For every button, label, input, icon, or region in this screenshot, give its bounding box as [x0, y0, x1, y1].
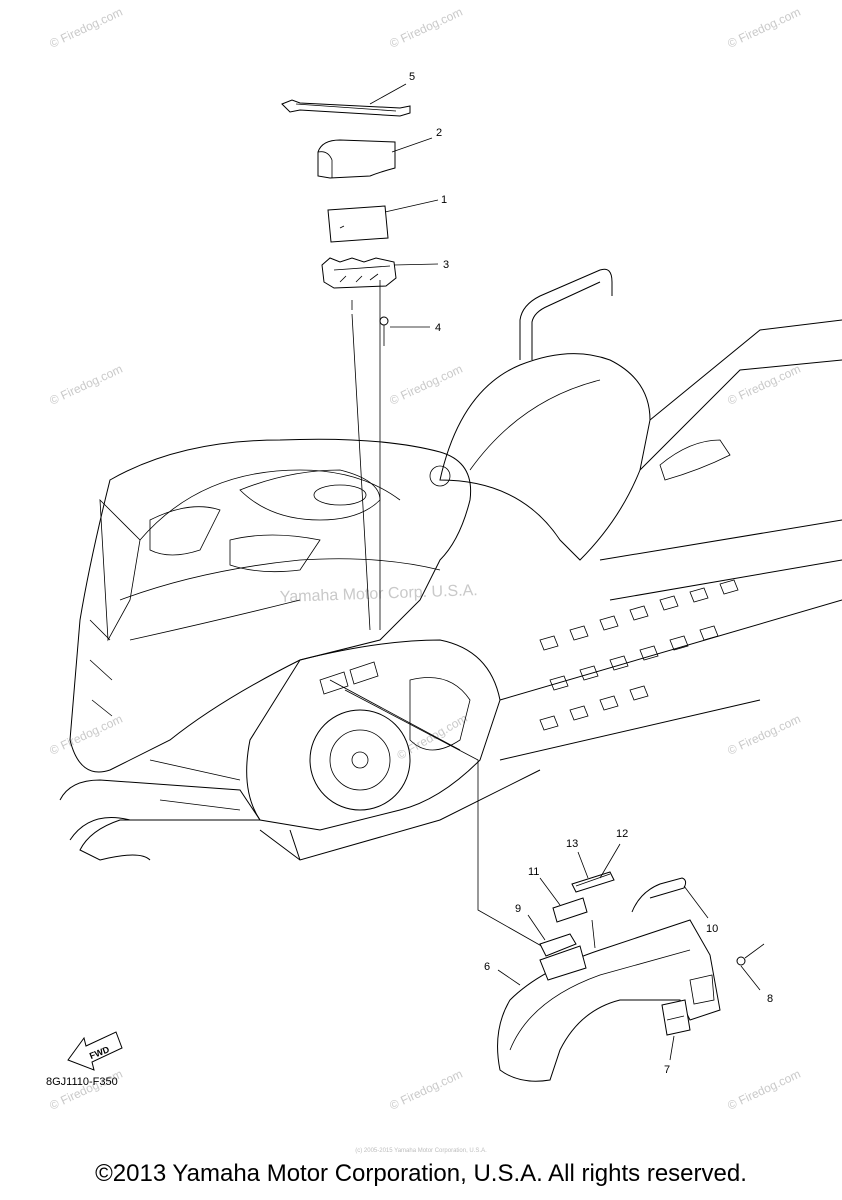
- watermark-mid: © Firedog.com: [395, 711, 470, 763]
- callout-12: 12: [616, 828, 628, 840]
- watermark-center: Yamaha Motor Corp. U.S.A.: [280, 582, 478, 606]
- callout-2: 2: [436, 127, 442, 139]
- watermark-7: © Firedog.com: [47, 712, 124, 758]
- small-copyright-text: (c) 2005-2015 Yamaha Motor Corporation, …: [355, 1148, 487, 1154]
- callout-7: 7: [664, 1064, 670, 1076]
- part-10-wire: [631, 877, 687, 913]
- callout-11: 11: [528, 866, 539, 878]
- part-8-rivet: [736, 943, 765, 966]
- part-2-cover: [317, 139, 396, 179]
- part-1-plate: [327, 205, 389, 243]
- part-6-flap: [497, 919, 721, 1082]
- watermark-9: © Firedog.com: [47, 1067, 124, 1113]
- snowmobile-body: [59, 268, 842, 861]
- part-12-decal: [571, 871, 615, 893]
- leader-lines-bottom: [497, 843, 761, 1061]
- watermark-11: © Firedog.com: [725, 1067, 802, 1113]
- part-11-decal: [552, 897, 588, 923]
- watermark-10: © Firedog.com: [387, 1067, 464, 1113]
- watermark-2: © Firedog.com: [387, 5, 464, 51]
- watermark-1: © Firedog.com: [47, 5, 124, 51]
- callout-6: 6: [484, 961, 490, 973]
- callout-13: 13: [566, 838, 578, 850]
- callout-8: 8: [767, 993, 773, 1005]
- watermark-4: © Firedog.com: [47, 362, 124, 408]
- copyright-text: ©2013 Yamaha Motor Corporation, U.S.A. A…: [95, 1160, 747, 1187]
- part-7-label: [661, 999, 691, 1036]
- callout-9: 9: [515, 903, 521, 915]
- part-9-bracket: [539, 933, 587, 981]
- part-13-strip: [575, 873, 611, 887]
- leader-lines-body: [329, 679, 546, 949]
- watermark-6: © Firedog.com: [725, 362, 802, 408]
- track-lugs: [539, 579, 739, 731]
- callout-labels: 1 2 3 4 5 6 7 8 9 10 11 12 13: [409, 71, 773, 1076]
- watermark-3: © Firedog.com: [725, 5, 802, 51]
- watermark-8: © Firedog.com: [725, 712, 802, 758]
- part-5-strap: [281, 99, 411, 117]
- callout-5: 5: [409, 71, 415, 83]
- callout-1: 1: [441, 194, 447, 206]
- leader-lines-top: [351, 83, 439, 631]
- diagram-code: 8GJ1110-F350: [46, 1076, 118, 1088]
- callout-10: 10: [706, 923, 718, 935]
- watermark-5: © Firedog.com: [387, 362, 464, 408]
- part-3-bracket: [321, 257, 397, 289]
- fwd-arrow-icon: FWD: [67, 1031, 123, 1071]
- callout-3: 3: [443, 259, 449, 271]
- callout-4: 4: [435, 322, 441, 334]
- part-4-screw: [379, 316, 389, 346]
